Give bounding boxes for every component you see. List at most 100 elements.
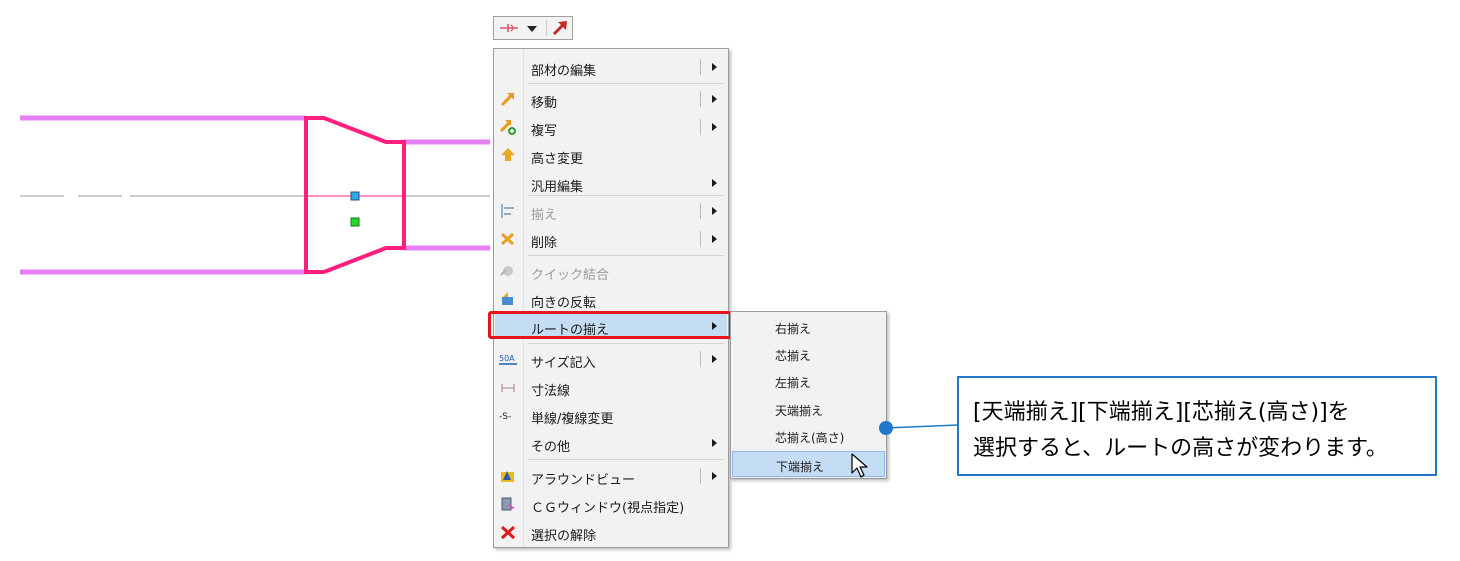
submenu-arrow-icon bbox=[712, 95, 717, 103]
menu-item-deselect[interactable]: 選択の解除 bbox=[495, 519, 727, 545]
menu-item-label: 寸法線 bbox=[531, 384, 571, 399]
callout-line-1: [天端揃え][下端揃え][芯揃え(高さ)]を bbox=[973, 400, 1350, 425]
reducer-fitting[interactable] bbox=[304, 116, 406, 274]
submenu-item-align-left[interactable]: 左揃え bbox=[732, 368, 885, 394]
menu-item-label: アラウンドビュー bbox=[531, 473, 636, 488]
submenu-separator bbox=[700, 59, 701, 75]
callout-leader bbox=[879, 421, 959, 435]
menu-item-single-double-line[interactable]: -S- 単線/複線変更 bbox=[495, 402, 727, 428]
submenu-item-label: 右揃え bbox=[775, 322, 812, 336]
submenu-item-align-right[interactable]: 右揃え bbox=[732, 314, 885, 340]
menu-item-label: その他 bbox=[531, 440, 571, 455]
menu-item-label: 高さ変更 bbox=[531, 152, 584, 167]
reverse-direction-icon bbox=[502, 292, 513, 305]
route-symbol-button[interactable] bbox=[497, 19, 521, 37]
dimension-line-icon bbox=[501, 384, 515, 392]
context-menu: 部材の編集 移動 複写 高さ変更 汎用編集 bbox=[493, 48, 729, 548]
menu-separator bbox=[528, 195, 724, 196]
menu-item-label: 選択の解除 bbox=[531, 529, 597, 544]
deselect-icon bbox=[500, 525, 516, 540]
menu-separator bbox=[528, 459, 724, 460]
menu-item-move[interactable]: 移動 bbox=[495, 86, 727, 112]
selection-handle-blue[interactable] bbox=[350, 191, 360, 201]
menu-item-label: 揃え bbox=[531, 208, 558, 223]
align-icon bbox=[501, 204, 514, 218]
selection-handle-green[interactable] bbox=[350, 217, 360, 227]
copy-icon bbox=[499, 120, 516, 135]
menu-item-route-align[interactable]: ルートの揃え bbox=[495, 313, 727, 339]
menu-item-reverse-direction[interactable]: 向きの反転 bbox=[495, 286, 727, 312]
menu-item-label: 向きの反転 bbox=[531, 296, 597, 311]
svg-text:50A: 50A bbox=[499, 354, 515, 363]
delete-icon bbox=[500, 232, 515, 246]
submenu-item-label: 芯揃え(高さ) bbox=[775, 431, 845, 445]
menu-item-delete[interactable]: 削除 bbox=[495, 226, 727, 252]
submenu-item-align-center-height[interactable]: 芯揃え(高さ) bbox=[732, 423, 885, 449]
mouse-cursor-icon bbox=[851, 453, 868, 478]
submenu-arrow-icon bbox=[712, 207, 717, 215]
submenu-arrow-icon bbox=[712, 472, 717, 480]
menu-item-label: サイズ記入 bbox=[531, 356, 596, 371]
menu-item-label: ＣＧウィンドウ(視点指定) bbox=[531, 501, 685, 516]
quick-join-icon bbox=[500, 266, 513, 276]
mini-toolbar bbox=[493, 16, 573, 40]
submenu-arrow-icon bbox=[712, 123, 717, 131]
menu-item-quick-join[interactable]: クイック結合 bbox=[495, 258, 727, 284]
menu-item-label: 部材の編集 bbox=[531, 64, 597, 79]
svg-text:-S-: -S- bbox=[499, 412, 511, 422]
submenu-separator bbox=[700, 351, 701, 367]
route-symbol-icon bbox=[500, 24, 518, 32]
menu-item-label: 単線/複線変更 bbox=[531, 412, 614, 427]
submenu-item-label: 天端揃え bbox=[775, 404, 824, 418]
size-label-icon: 50A bbox=[499, 354, 517, 365]
menu-item-align[interactable]: 揃え bbox=[495, 198, 727, 224]
height-change-icon bbox=[501, 148, 515, 161]
submenu-separator bbox=[700, 203, 701, 219]
around-view-icon bbox=[501, 471, 514, 482]
menu-item-other[interactable]: その他 bbox=[495, 430, 727, 456]
submenu-separator bbox=[700, 91, 701, 107]
menu-item-copy[interactable]: 複写 bbox=[495, 114, 727, 140]
submenu-item-label: 左揃え bbox=[775, 376, 812, 390]
submenu-item-label: 芯揃え bbox=[775, 349, 812, 363]
submenu-arrow-icon bbox=[712, 179, 717, 187]
menu-item-height-change[interactable]: 高さ変更 bbox=[495, 142, 727, 168]
dropdown-arrow-icon bbox=[527, 26, 537, 32]
submenu-separator bbox=[700, 231, 701, 247]
move-icon bbox=[500, 93, 514, 107]
submenu-separator bbox=[700, 119, 701, 135]
menu-item-label: 移動 bbox=[531, 96, 558, 111]
menu-item-cg-window[interactable]: ＣＧウィンドウ(視点指定) bbox=[495, 491, 727, 517]
toolbar-separator bbox=[546, 20, 547, 36]
menu-item-general-edit[interactable]: 汎用編集 bbox=[495, 170, 727, 196]
pointer-arrow-icon bbox=[552, 21, 567, 36]
submenu-item-align-top[interactable]: 天端揃え bbox=[732, 396, 885, 422]
single-double-line-icon: -S- bbox=[499, 412, 511, 422]
cg-window-icon bbox=[501, 497, 515, 512]
submenu-arrow-icon bbox=[712, 235, 717, 243]
submenu-item-label: 下端揃え bbox=[776, 460, 825, 474]
menu-separator bbox=[528, 83, 724, 84]
menu-item-edit-member[interactable]: 部材の編集 bbox=[495, 54, 727, 80]
pointer-button[interactable] bbox=[549, 19, 573, 37]
callout-line-2: 選択すると、ルートの高さが変わります。 bbox=[973, 436, 1388, 461]
menu-item-around-view[interactable]: アラウンドビュー bbox=[495, 463, 727, 489]
menu-item-label: ルートの揃え bbox=[531, 323, 610, 338]
menu-item-size-label[interactable]: 50A サイズ記入 bbox=[495, 346, 727, 372]
menu-item-dimension-line[interactable]: 寸法線 bbox=[495, 374, 727, 400]
menu-item-label: 削除 bbox=[531, 236, 558, 251]
submenu-arrow-icon bbox=[712, 439, 717, 447]
submenu-separator bbox=[700, 468, 701, 484]
submenu-arrow-icon bbox=[712, 322, 717, 330]
menu-separator bbox=[528, 255, 724, 256]
submenu-item-align-center[interactable]: 芯揃え bbox=[732, 341, 885, 367]
menu-separator bbox=[528, 343, 724, 344]
annotation-callout: [天端揃え][下端揃え][芯揃え(高さ)]を 選択すると、ルートの高さが変わりま… bbox=[957, 376, 1437, 476]
menu-item-label: クイック結合 bbox=[531, 268, 610, 283]
menu-item-label: 複写 bbox=[531, 124, 558, 139]
highlight-annotation-box bbox=[488, 311, 732, 339]
submenu-arrow-icon bbox=[712, 63, 717, 71]
toolbar-dropdown-button[interactable] bbox=[522, 19, 542, 37]
submenu-arrow-icon bbox=[712, 355, 717, 363]
